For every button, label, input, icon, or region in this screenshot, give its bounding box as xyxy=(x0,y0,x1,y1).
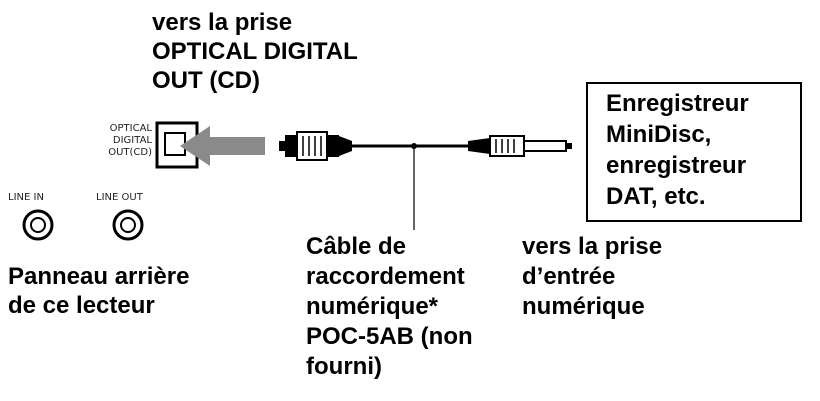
port-label-line: OUT(CD) xyxy=(108,147,152,158)
top-label: vers la prise OPTICAL DIGITAL OUT (CD) xyxy=(152,8,358,95)
input-label-line: numérique xyxy=(522,293,645,320)
rear-panel-line: Panneau arrière xyxy=(8,263,190,290)
cable-label-line: raccordement xyxy=(306,263,465,290)
device-box-line: enregistreur xyxy=(606,152,747,179)
rear-panel-label: Panneau arrière de ce lecteur xyxy=(8,262,189,320)
line-out-label: LINE OUT xyxy=(96,192,143,203)
input-label-line: vers la prise xyxy=(522,233,663,260)
cable-label-line: numérique* xyxy=(306,293,439,320)
top-label-line: OPTICAL DIGITAL xyxy=(152,38,358,65)
line-in-jack-icon xyxy=(22,209,54,241)
rear-panel-line: de ce lecteur xyxy=(8,292,155,319)
device-box-line: DAT, etc. xyxy=(606,183,706,210)
cable-label-line: Câble de xyxy=(306,233,407,260)
cable-label-line: fourni) xyxy=(306,353,382,380)
port-label-line: OPTICAL xyxy=(109,123,152,134)
top-label-line: OUT (CD) xyxy=(152,67,260,94)
top-label-line: vers la prise xyxy=(152,9,293,36)
cable-label: Câble de raccordement numérique* POC-5AB… xyxy=(306,232,473,382)
line-in-label: LINE IN xyxy=(8,192,44,203)
device-box-label: Enregistreur MiniDisc, enregistreur DAT,… xyxy=(606,88,749,212)
insert-arrow-icon xyxy=(180,126,265,166)
input-label-line: d’entrée xyxy=(522,263,616,290)
optical-plug-icon xyxy=(279,131,352,161)
device-box-line: MiniDisc, xyxy=(606,121,712,148)
line-out-jack-icon xyxy=(112,209,144,241)
port-label: OPTICAL DIGITAL OUT(CD) xyxy=(90,123,152,159)
cable-label-line: POC-5AB (non xyxy=(306,323,473,350)
device-box-line: Enregistreur xyxy=(606,90,749,117)
input-label: vers la prise d’entrée numérique xyxy=(522,232,662,322)
port-label-line: DIGITAL xyxy=(112,135,152,146)
device-box xyxy=(586,82,802,222)
right-plug-icon xyxy=(468,135,572,157)
